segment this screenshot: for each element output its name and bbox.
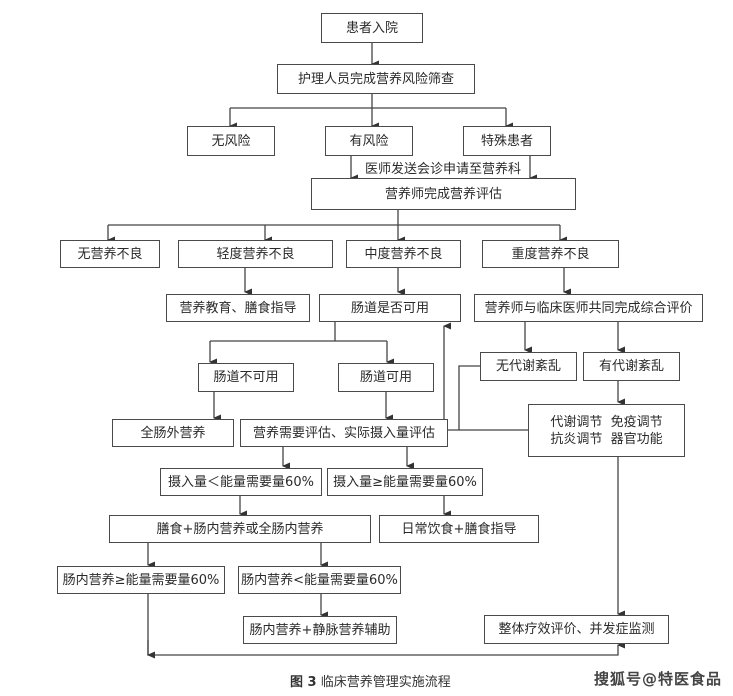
node-label: 无风险 [211,133,251,149]
node-metabolic-disorder: 有代谢紊乱 [583,352,680,381]
node-assess: 营养师完成营养评估 [311,178,576,210]
node-admit: 患者入院 [321,13,423,43]
node-label: 肠内营养≥能量需要量60% [62,572,220,588]
consult-note: 医师发送会诊申请至营养科 [365,162,522,177]
node-regulation: 代谢调节 免疫调节 抗炎调节 器官功能 [528,404,685,457]
node-label: 膳食+肠内营养或全肠内营养 [156,521,324,537]
node-label: 护理人员完成营养风险筛查 [297,71,454,87]
figure-caption: 图 3 临床营养管理实施流程 [290,671,451,690]
node-no-malnutrition: 无营养不良 [60,240,160,268]
node-en-high: 肠内营养≥能量需要量60% [57,566,225,594]
node-label: 摄入量≥能量需要量60% [333,474,477,490]
node-label: 肠道是否可用 [350,300,429,316]
node-en-pn: 肠内营养+静脉营养辅助 [243,616,397,644]
node-intake-high: 摄入量≥能量需要量60% [327,468,483,496]
node-severe-malnutrition: 重度营养不良 [482,240,619,268]
node-label: 重度营养不良 [511,246,590,262]
node-label: 特殊患者 [480,133,533,149]
node-screen: 护理人员完成营养风险筛查 [277,64,475,94]
node-intake-low: 摄入量＜能量需要量60% [160,468,322,496]
node-no-risk: 无风险 [187,126,275,156]
arrow-screen-branches [230,93,506,109]
node-label: 营养教育、膳食指导 [179,300,297,316]
figure-title: 临床营养管理实施流程 [320,675,451,690]
node-label: 整体疗效评价、并发症监测 [498,622,655,637]
node-label: 营养师完成营养评估 [384,186,502,202]
node-daily-diet: 日常饮食+膳食指导 [379,515,539,543]
node-label: 有风险 [349,133,389,149]
node-label-line: 抗炎调节 器官功能 [550,431,663,447]
node-label: 营养需要评估、实际摄入量评估 [252,425,435,441]
node-label: 全肠外营养 [140,425,206,441]
node-education: 营养教育、膳食指导 [166,294,310,322]
node-tpn: 全肠外营养 [112,419,234,447]
node-label: 肠内营养<能量需要量60% [241,572,398,588]
node-label-line: 代谢调节 免疫调节 [550,414,663,430]
node-needs-eval: 营养需要评估、实际摄入量评估 [240,419,448,447]
figure-label: 图 3 [290,675,317,690]
node-label: 患者入院 [345,20,398,36]
node-label: 日常饮食+膳食指导 [401,521,517,537]
node-label: 肠道不可用 [213,370,279,385]
node-mild-malnutrition: 轻度营养不良 [178,240,333,268]
node-gut-unusable: 肠道不可用 [198,363,294,392]
node-gut-check: 肠道是否可用 [319,294,461,322]
node-no-metabolic-disorder: 无代谢紊乱 [480,352,577,381]
node-label: 有代谢紊乱 [598,359,664,374]
node-en-low: 肠内营养<能量需要量60% [238,566,401,594]
node-moderate-malnutrition: 中度营养不良 [346,240,461,268]
node-label: 无代谢紊乱 [495,359,561,374]
arrow-assess-levels [108,210,560,226]
node-gut-usable: 肠道可用 [338,363,434,392]
node-risk: 有风险 [325,126,413,156]
node-label: 营养师与临床医师共同完成综合评价 [484,300,693,316]
node-diet-en: 膳食+肠内营养或全肠内营养 [109,515,371,543]
watermark: 搜狐号@特医食品 [594,670,723,688]
node-label: 无营养不良 [77,246,143,262]
node-label: 肠道可用 [359,370,412,385]
node-joint-eval: 营养师与临床医师共同完成综合评价 [474,294,703,322]
node-overall: 整体疗效评价、并发症监测 [484,615,669,644]
node-label: 中度营养不良 [364,246,443,262]
node-label: 轻度营养不良 [216,246,295,262]
node-label: 肠内营养+静脉营养辅助 [249,622,391,638]
node-label: 摄入量＜能量需要量60% [168,474,314,490]
node-special: 特殊患者 [463,126,551,156]
